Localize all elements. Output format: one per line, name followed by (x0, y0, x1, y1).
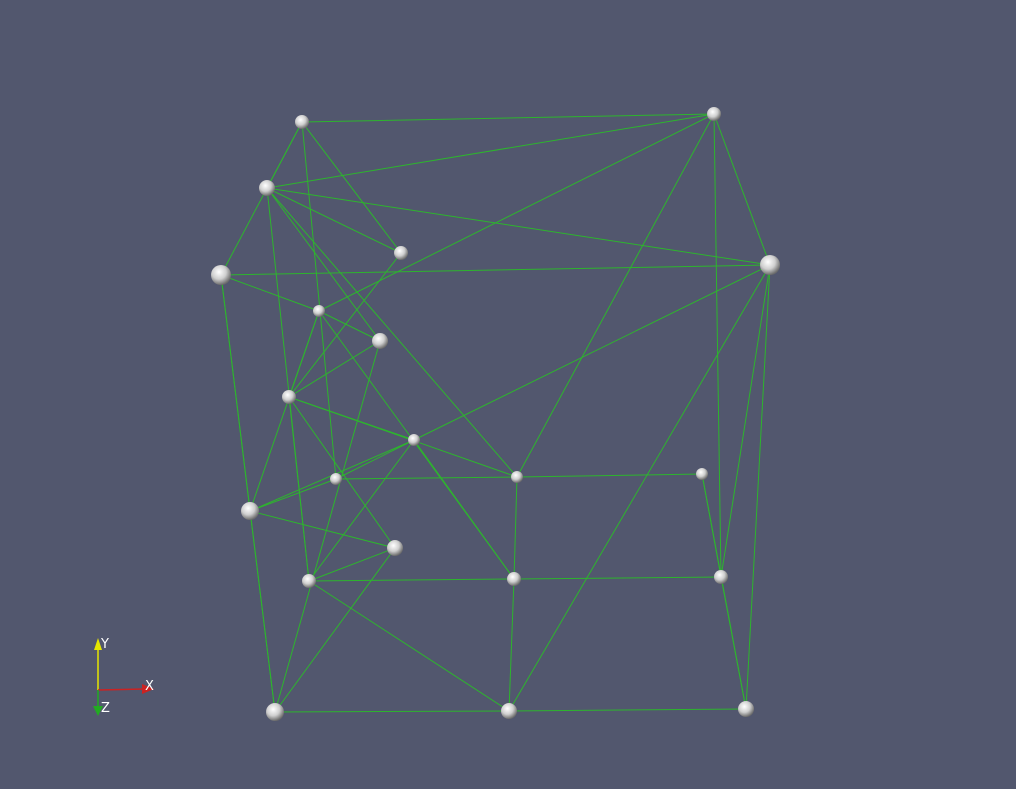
z-axis-arrow (93, 706, 103, 716)
graph-edge (266, 187, 402, 254)
graph-edge (308, 547, 396, 582)
graph-edge (220, 274, 320, 312)
graph-node[interactable] (330, 473, 342, 485)
graph-edge (508, 578, 515, 712)
graph-node[interactable] (282, 390, 296, 404)
graph-edge (745, 264, 771, 710)
graph-edge (720, 264, 771, 578)
graph-edge (508, 264, 771, 712)
graph-edge (335, 476, 518, 480)
graph-edge (516, 473, 703, 478)
graph-edge (288, 340, 381, 398)
graph-edge (266, 113, 715, 189)
graph-edge (249, 310, 320, 512)
graph-edge (249, 478, 337, 512)
x-axis-label: X (145, 679, 154, 694)
graph-edge (274, 547, 396, 713)
graph-edge (266, 187, 381, 342)
graph-edge (335, 439, 415, 480)
graph-node[interactable] (295, 115, 309, 129)
graph-edge (413, 439, 515, 580)
graph-node[interactable] (507, 572, 521, 586)
graph-edge (308, 578, 515, 582)
graph-edge (308, 580, 510, 712)
x-axis-arrow (142, 684, 154, 694)
graph-node[interactable] (259, 180, 275, 196)
graph-node[interactable] (313, 305, 325, 317)
y-axis-label: Y (100, 637, 109, 652)
z-axis-label: Z (101, 701, 110, 716)
graph-edge (318, 113, 715, 312)
graph-edge (220, 264, 771, 276)
graph-node[interactable] (241, 502, 259, 520)
graph-edge (220, 121, 303, 276)
graph-edge (249, 510, 396, 549)
graph-node[interactable] (266, 703, 284, 721)
graph-node[interactable] (760, 255, 780, 275)
graph-edge (713, 113, 722, 578)
graph-node[interactable] (501, 703, 517, 719)
graph-node[interactable] (511, 471, 523, 483)
edges-layer (220, 113, 771, 713)
graph-edge (308, 439, 415, 582)
graph-node[interactable] (738, 701, 754, 717)
graph-edge (266, 187, 518, 478)
graph-edge (413, 264, 771, 441)
graph-edge (720, 576, 747, 710)
graph-edge (713, 113, 771, 266)
graph-edge (274, 710, 510, 713)
graph-node[interactable] (302, 574, 316, 588)
graph-edge (266, 187, 771, 266)
graph-node[interactable] (394, 246, 408, 260)
graph-node[interactable] (707, 107, 721, 121)
graph-edge (301, 113, 715, 123)
orientation-axes: Y X Z (93, 637, 154, 716)
graph-edge (513, 476, 518, 580)
graph-node[interactable] (387, 540, 403, 556)
graph-edge (516, 113, 715, 478)
graph-edge (220, 274, 276, 713)
graph-node[interactable] (408, 434, 420, 446)
x-axis-line (97, 688, 145, 691)
graph-edge (318, 310, 381, 342)
graph-edge (288, 396, 310, 582)
graph-node[interactable] (211, 265, 231, 285)
graph-edge (288, 252, 402, 398)
graph-edge (513, 576, 722, 580)
nodes-layer (211, 107, 780, 721)
graph-edge (288, 396, 518, 478)
graph-edge (301, 121, 337, 480)
graph-edge (288, 396, 396, 549)
graph-node[interactable] (714, 570, 728, 584)
y-axis-arrow (94, 638, 102, 650)
graph-node[interactable] (372, 333, 388, 349)
graph-edge (274, 340, 381, 713)
graph-node[interactable] (696, 468, 708, 480)
graph-edge (301, 121, 402, 254)
graph-edge (508, 708, 747, 712)
